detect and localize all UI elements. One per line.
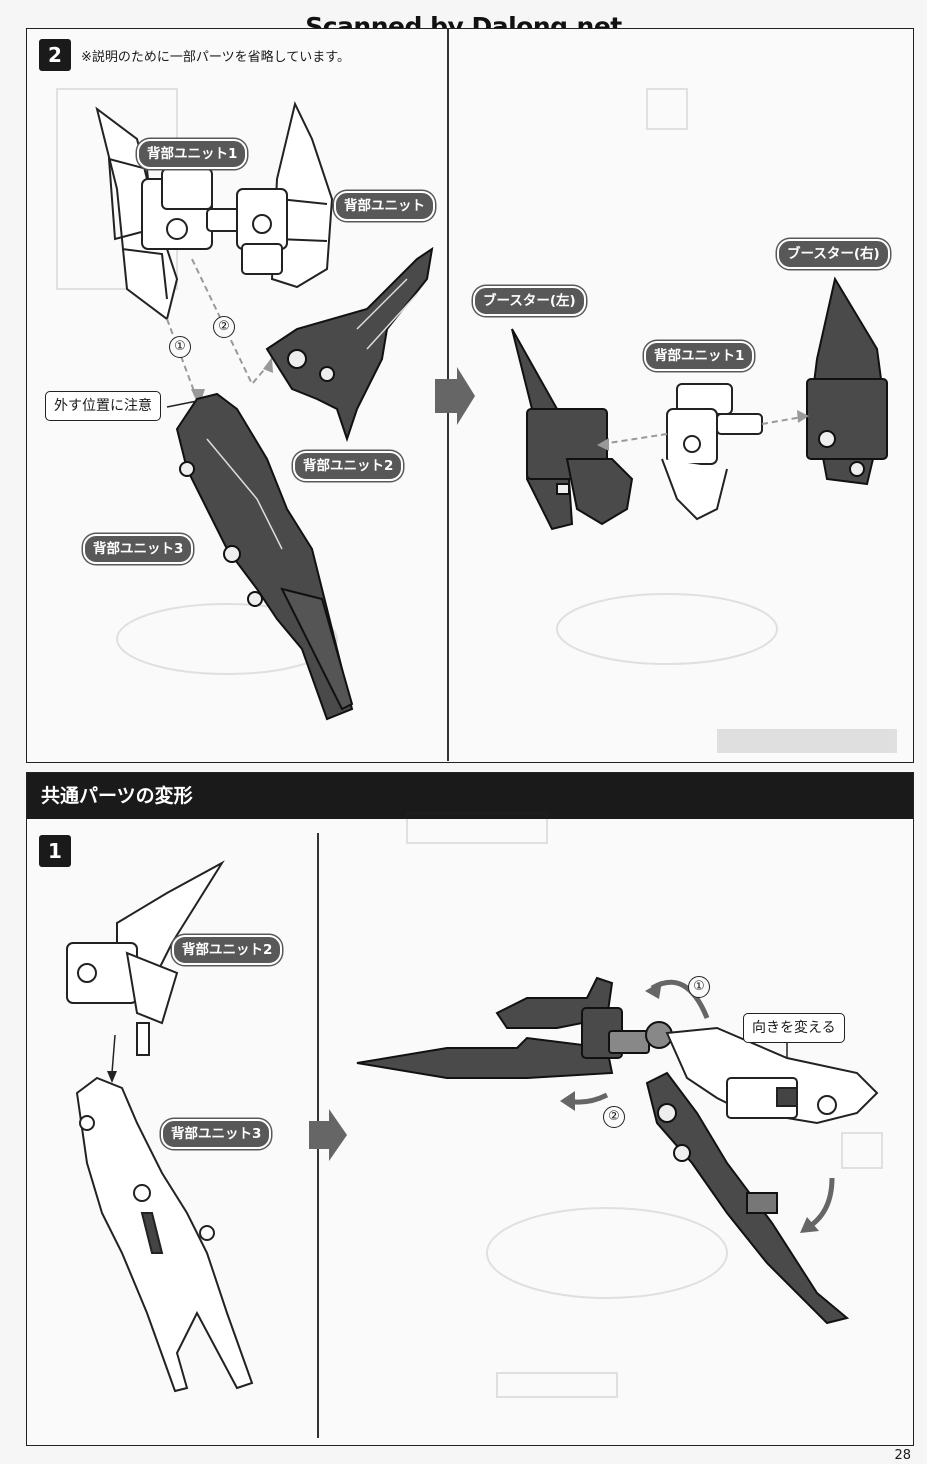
circled-number-1: ①: [688, 976, 710, 998]
back-unit-3-part: [175, 392, 354, 721]
callout-change-direction: 向きを変える: [743, 1013, 845, 1043]
step-2-panel: 2 ※説明のために一部パーツを省略しています。: [26, 28, 914, 763]
back-unit-illustration: [95, 101, 888, 721]
common-parts-transform-panel: 共通パーツの変形 1: [26, 772, 914, 1446]
separation-dashed-arrows: [601, 416, 803, 445]
label-back-unit-3: 背部ユニット3: [161, 1119, 272, 1149]
arrow-head: [597, 438, 609, 451]
circled-number-2: ②: [213, 316, 235, 338]
connection-line: [111, 1034, 116, 1074]
label-back-unit-2: 背部ユニット2: [172, 935, 283, 965]
back-unit-1-small-part: [661, 383, 763, 521]
label-back-unit: 背部ユニット: [334, 191, 435, 221]
booster-left-part: [511, 328, 634, 531]
callout-careful-position: 外す位置に注意: [45, 391, 161, 421]
arrow-head: [645, 981, 662, 999]
label-booster-left: ブースター(左): [473, 286, 586, 316]
section-title: 共通パーツの変形: [27, 773, 913, 819]
label-back-unit-1-right: 背部ユニット1: [644, 341, 755, 371]
step-arrow: [435, 367, 475, 425]
circled-number-2: ②: [603, 1106, 625, 1128]
back-unit-1-body: [141, 168, 288, 275]
transformed-unit-dark: [356, 976, 850, 1325]
assembly-dashed-arrows: [166, 258, 270, 400]
arrow-head: [560, 1091, 575, 1111]
arrow-head: [107, 1071, 117, 1083]
arrow-head: [263, 357, 273, 373]
transform-illustration: [66, 860, 879, 1393]
label-back-unit-2: 背部ユニット2: [293, 451, 404, 481]
hinge-joint: [608, 1021, 673, 1054]
step-arrow: [309, 1109, 347, 1161]
booster-right-part: [806, 276, 888, 486]
arrow-head: [797, 410, 809, 423]
page-number: 28: [894, 1448, 911, 1463]
rotate-arrow-3: [805, 1177, 835, 1231]
arrow-head: [800, 1217, 819, 1233]
background-ghost-drawing: [406, 812, 883, 1398]
step-number: 1: [39, 835, 71, 867]
label-booster-right: ブースター(右): [777, 239, 890, 269]
step-number: 2: [39, 39, 71, 71]
back-unit-2-white-part: [66, 860, 225, 1056]
label-back-unit-3: 背部ユニット3: [83, 534, 194, 564]
white-side-part: [665, 1026, 879, 1125]
back-unit-2-part: [265, 246, 434, 443]
circled-number-1: ①: [169, 336, 191, 358]
step-note: ※説明のために一部パーツを省略しています。: [81, 50, 350, 65]
label-back-unit-1: 背部ユニット1: [137, 139, 248, 169]
callout-pointer: [166, 400, 198, 408]
back-unit-3-white-part: [75, 1076, 254, 1393]
